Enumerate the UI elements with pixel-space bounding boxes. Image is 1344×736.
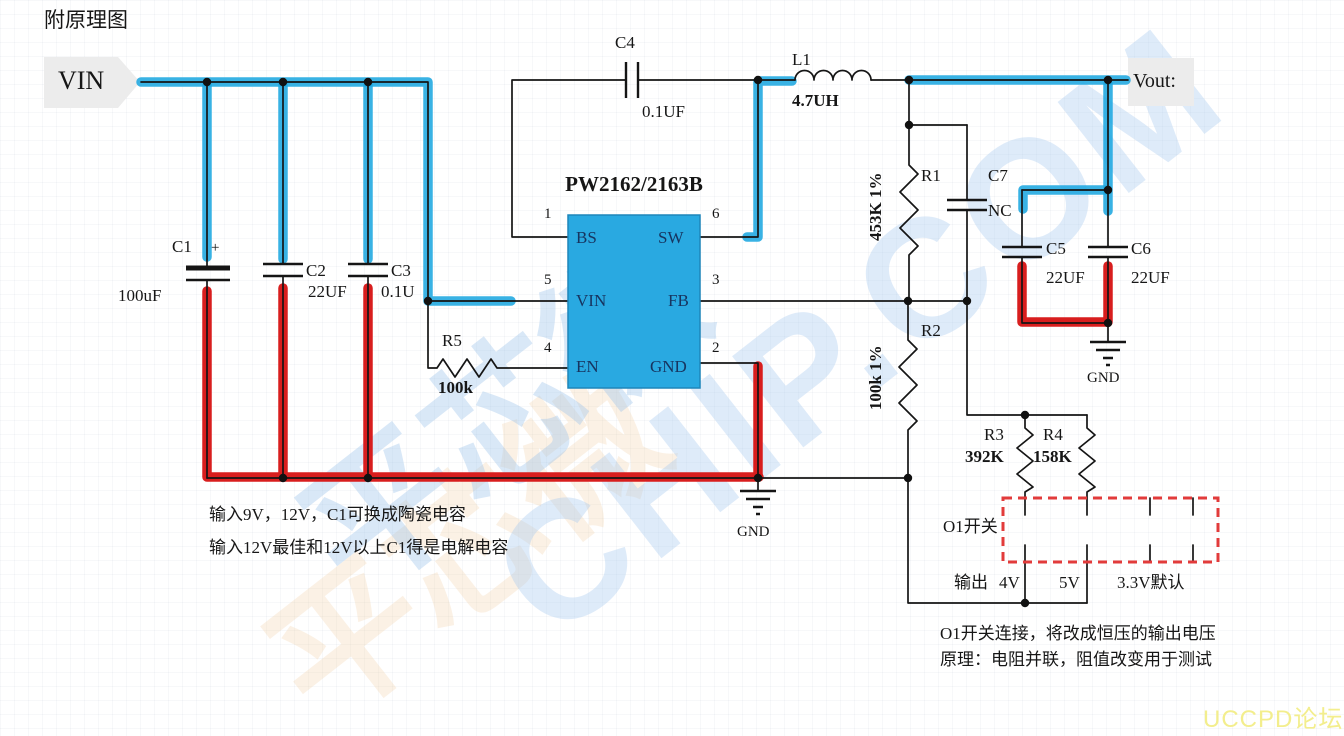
c7-ref: C7 [988,166,1008,185]
cap-c4-plates [624,62,640,98]
c2-ref: C2 [306,261,326,280]
r3-ref: R3 [984,425,1004,444]
ic-pin-en: EN [576,357,599,376]
c5-ref: C5 [1046,239,1066,258]
output-option-5v: 5V [1059,573,1080,592]
output-option-4v: 4V [999,573,1020,592]
wires-black [140,69,1194,604]
c1-ref: C1 [172,237,192,256]
pin-number-6: 6 [712,206,720,222]
pin-number-5: 5 [544,272,552,288]
ic-body [567,214,701,389]
ic-pin-sw: SW [658,228,684,247]
cap-c3-plates [348,262,388,278]
output-option-33v: 3.3V默认 [1117,573,1185,592]
gnd-label-mid: GND [737,524,770,540]
resistor-r1-body [899,124,919,302]
cap-c7-plates [947,198,987,212]
resistor-r4-body [1078,414,1096,604]
capacitor-plates [186,62,1128,282]
r3-value: 392K [965,447,1004,466]
vin-net-flag [44,57,140,108]
c1-value: 100uF [118,286,162,305]
c6-value: 22UF [1131,268,1170,287]
l1-value: 4.7UH [792,91,839,110]
vin-net-label: VIN [58,66,105,95]
switch-dashed-box [1001,496,1220,564]
note-switch-1: O1开关连接，将改成恒压的输出电压 [940,624,1216,643]
resistor-r3-body [1016,414,1034,604]
note-input-1: 输入9V，12V，C1可换成陶瓷电容 [209,505,466,524]
c1-polarity: + [211,240,220,256]
l1-ref: L1 [792,50,811,69]
r2-value: 100k 1% [866,345,886,411]
vout-net-label: Vout: [1133,70,1176,92]
c3-value: 0.1U [381,282,415,301]
gnd-label-output: GND [1087,370,1120,386]
ic-pin-vin: VIN [576,291,607,310]
cap-c5-plates [1002,245,1042,259]
gnd-symbol-output [1090,340,1126,367]
pin-number-4: 4 [544,340,552,356]
output-prefix: 输出 [954,573,988,592]
ic-pin-bs: BS [576,228,597,247]
note-switch-2: 原理：电阻并联，阻值改变用于测试 [940,650,1212,669]
watermark-forum: UCCPD论坛 [1203,706,1344,733]
r4-value: 158K [1033,447,1072,466]
r2-ref: R2 [921,321,941,340]
c4-ref: C4 [615,33,635,52]
r1-value: 453K 1% [866,172,886,242]
ic-pin-fb: FB [668,291,689,310]
r5-value: 100k [438,378,473,397]
r5-ref: R5 [442,331,462,350]
switch-label: O1开关 [943,517,998,536]
c2-value: 22UF [308,282,347,301]
pin-number-2: 2 [712,340,720,356]
c3-ref: C3 [391,261,411,280]
ic-part-number: PW2162/2163B [565,172,703,196]
cap-c6-plates [1088,245,1128,259]
switch-open-contacts [1149,497,1194,563]
r4-ref: R4 [1043,425,1063,444]
c4-value: 0.1UF [642,102,685,121]
cap-c2-plates [263,262,303,278]
page-title: 附原理图 [44,8,128,32]
vout-net-flag [1128,58,1194,106]
gnd-symbol-mid [740,489,776,516]
c5-value: 22UF [1046,268,1085,287]
c6-ref: C6 [1131,239,1151,258]
inductor-l1-coil [794,69,872,81]
junction-dots [202,75,1113,608]
c7-value: NC [988,201,1012,220]
resistor-r2-body [898,300,918,479]
resistor-r5-body [427,300,569,378]
ic-pin-gnd: GND [650,357,687,376]
r1-ref: R1 [921,166,941,185]
note-input-2: 输入12V最佳和12V以上C1得是电解电容 [209,538,509,557]
pin-number-3: 3 [712,272,720,288]
pin-number-1: 1 [544,206,552,222]
